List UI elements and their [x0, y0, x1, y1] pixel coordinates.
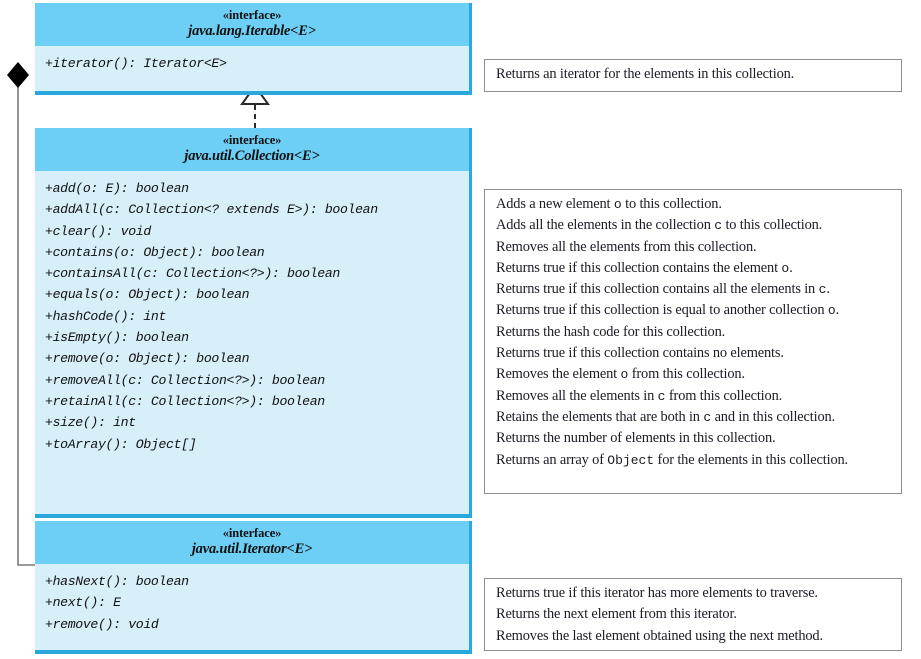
uml-members-iterator: +hasNext(): boolean +next(): E +remove()… — [35, 564, 469, 642]
description-box-collection: Adds a new element o to this collection.… — [484, 189, 902, 494]
member-signature: +equals(o: Object): boolean — [45, 287, 250, 303]
member-signature: +next(): E — [45, 595, 121, 611]
inline-code: o — [781, 260, 790, 276]
uml-members-iterable: +iterator(): Iterator<E> — [35, 46, 469, 81]
member-signature: +removeAll(c: Collection<?>): boolean — [45, 372, 325, 388]
inline-code: o — [827, 303, 836, 319]
description-line: Returns true if this collection contains… — [496, 281, 830, 298]
inline-code: o — [613, 197, 622, 212]
member-signature: +clear(): void — [45, 223, 151, 239]
description-line: Returns true if this collection is equal… — [496, 302, 840, 319]
uml-class-box-iterator[interactable]: «interface» java.util.Iterator<E> +hasNe… — [35, 521, 472, 654]
inline-code: c — [818, 282, 827, 298]
description-line: Returns true if this iterator has more e… — [496, 585, 818, 601]
member-signature: +add(o: E): boolean — [45, 181, 189, 196]
member-signature: +contains(o: Object): boolean — [45, 244, 265, 260]
description-line: Adds a new element o to this collection. — [496, 196, 722, 212]
class-name-label: java.util.Iterator<E> — [191, 541, 313, 557]
uml-class-box-collection[interactable]: «interface» java.util.Collection<E> +add… — [35, 128, 472, 518]
inline-code: c — [714, 218, 723, 234]
description-line: Removes all the elements from this colle… — [496, 238, 757, 255]
member-signature: +hashCode(): int — [45, 308, 167, 324]
description-line: Returns an array of Object for the eleme… — [496, 451, 848, 468]
member-signature: +containsAll(c: Collection<?>): boolean — [45, 266, 340, 282]
composition-diamond-icon — [7, 62, 29, 88]
description-line: Adds all the elements in the collection … — [496, 217, 823, 234]
description-line: Returns true if this collection contains… — [496, 345, 784, 362]
stereotype-label: «interface» — [222, 133, 282, 147]
uml-members-collection: +add(o: E): boolean +addAll(c: Collectio… — [35, 171, 469, 462]
description-line: Returns the hash code for this collectio… — [496, 323, 726, 340]
member-signature: +hasNext(): boolean — [45, 574, 189, 589]
uml-class-box-iterable[interactable]: «interface» java.lang.Iterable<E> +itera… — [35, 3, 472, 95]
class-name-label: java.util.Collection<E> — [184, 148, 320, 164]
inline-code: c — [657, 388, 666, 404]
description-line: Removes all the elements in c from this … — [496, 387, 783, 404]
description-line: Removes the last element obtained using … — [496, 627, 823, 644]
description-line: Removes the element o from this collecti… — [496, 366, 745, 383]
stereotype-label: «interface» — [222, 526, 282, 540]
description-line: Retains the elements that are both in c … — [496, 408, 836, 425]
description-line: Returns the next element from this itera… — [496, 606, 737, 623]
member-signature: +remove(): void — [45, 616, 159, 632]
member-signature: +size(): int — [45, 415, 136, 431]
member-signature: +isEmpty(): boolean — [45, 330, 189, 346]
uml-header-collection: «interface» java.util.Collection<E> — [35, 128, 469, 171]
description-line: Returns true if this collection contains… — [496, 259, 793, 276]
member-signature: +remove(o: Object): boolean — [45, 351, 250, 367]
member-signature: +toArray(): Object[] — [45, 436, 197, 452]
member-signature: +addAll(c: Collection<? extends E>): boo… — [45, 202, 378, 218]
description-box-iterable: Returns an iterator for the elements in … — [484, 59, 902, 92]
member-signature: +iterator(): Iterator<E> — [45, 56, 227, 71]
stereotype-label: «interface» — [222, 8, 282, 22]
description-line: Returns an iterator for the elements in … — [496, 66, 795, 82]
description-line: Returns the number of elements in this c… — [496, 430, 776, 447]
inline-code: c — [703, 409, 712, 425]
member-signature: +retainAll(c: Collection<?>): boolean — [45, 393, 325, 409]
inline-code: Object — [607, 452, 655, 468]
uml-header-iterable: «interface» java.lang.Iterable<E> — [35, 3, 469, 46]
inline-code: o — [620, 367, 629, 383]
uml-header-iterator: «interface» java.util.Iterator<E> — [35, 521, 469, 564]
class-name-label: java.lang.Iterable<E> — [188, 23, 316, 39]
description-box-iterator: Returns true if this iterator has more e… — [484, 578, 902, 651]
